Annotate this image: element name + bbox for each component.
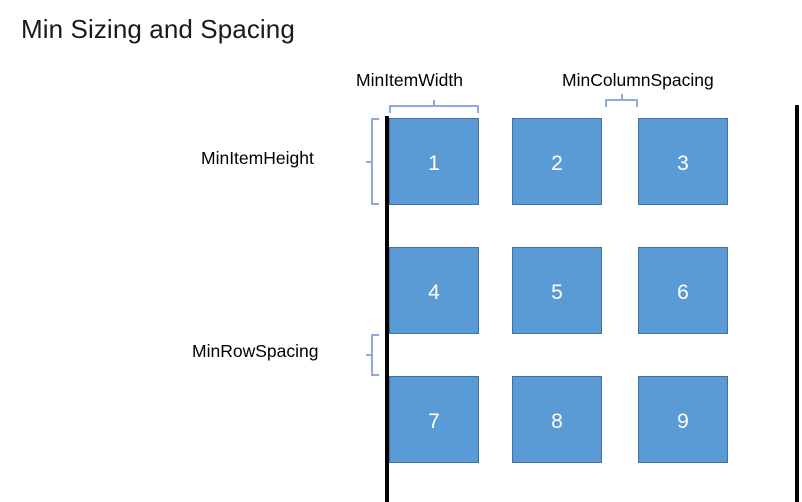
- grid-item-label: 9: [677, 410, 689, 433]
- container-left-edge-line: [385, 116, 389, 502]
- bracket-center-tick-icon: [620, 94, 623, 101]
- grid-item-label: 4: [428, 281, 440, 304]
- bracket-end-tick-icon: [371, 118, 379, 120]
- bracket-min-item-height: [366, 118, 379, 205]
- grid-item[interactable]: 3: [638, 118, 728, 205]
- label-min-item-width: MinItemWidth: [356, 70, 463, 90]
- grid-item-label: 5: [551, 281, 563, 304]
- bracket-center-tick-icon: [366, 160, 373, 163]
- grid-item[interactable]: 1: [389, 118, 479, 205]
- bracket-end-tick-icon: [605, 99, 607, 107]
- bracket-center-tick-icon: [366, 354, 373, 356]
- bracket-end-tick-icon: [636, 99, 638, 107]
- grid-item-label: 1: [428, 152, 440, 175]
- label-min-row-spacing: MinRowSpacing: [192, 341, 319, 361]
- grid-item[interactable]: 8: [512, 376, 602, 463]
- label-min-item-height: MinItemHeight: [201, 148, 314, 168]
- bracket-min-column-spacing: [605, 94, 638, 107]
- grid-item[interactable]: 6: [638, 247, 728, 334]
- grid-item-label: 3: [677, 152, 689, 175]
- bracket-end-tick-icon: [477, 105, 479, 113]
- grid-item[interactable]: 5: [512, 247, 602, 334]
- label-min-column-spacing: MinColumnSpacing: [562, 70, 714, 90]
- bracket-center-tick-icon: [433, 100, 435, 107]
- bracket-min-item-width: [389, 100, 479, 113]
- bracket-end-tick-icon: [371, 203, 379, 205]
- container-right-edge-line: [795, 105, 799, 502]
- grid-item[interactable]: 7: [389, 376, 479, 463]
- page-title: Min Sizing and Spacing: [21, 14, 295, 44]
- bracket-span-line: [371, 118, 373, 205]
- bracket-end-tick-icon: [371, 374, 379, 376]
- bracket-span-line: [605, 99, 638, 101]
- bracket-min-row-spacing: [366, 334, 379, 376]
- grid-item-label: 6: [677, 281, 689, 304]
- bracket-span-line: [371, 334, 373, 376]
- bracket-span-line: [389, 105, 479, 107]
- grid-item[interactable]: 4: [389, 247, 479, 334]
- bracket-end-tick-icon: [389, 105, 391, 113]
- grid-item[interactable]: 2: [512, 118, 602, 205]
- bracket-end-tick-icon: [371, 334, 379, 336]
- grid-item-label: 8: [551, 410, 563, 433]
- grid-item-label: 7: [428, 410, 440, 433]
- grid-item[interactable]: 9: [638, 376, 728, 463]
- grid-item-label: 2: [551, 152, 563, 175]
